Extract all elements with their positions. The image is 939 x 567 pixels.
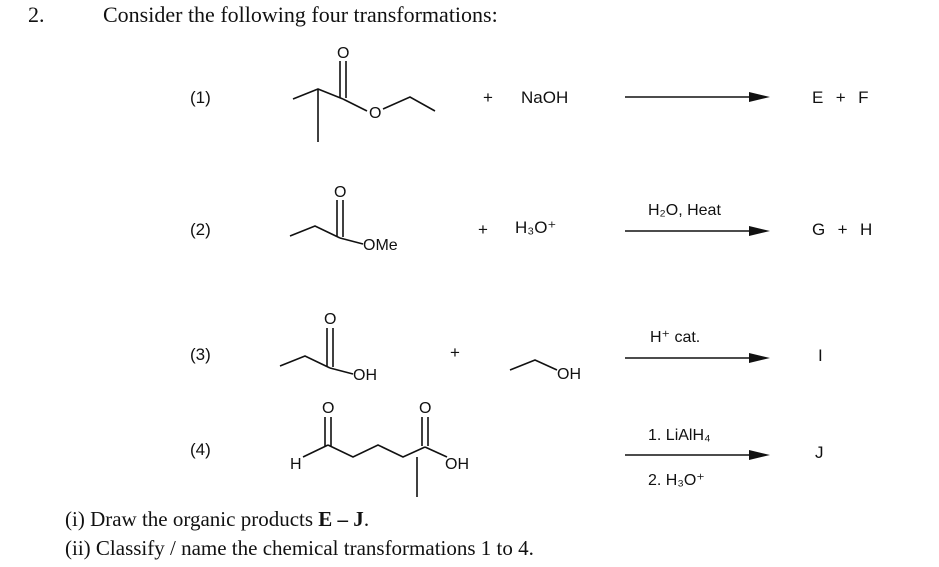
reaction-4-condition-1: 1. LiAlH₄	[648, 427, 711, 444]
reaction-4-arrow	[625, 450, 770, 460]
ester-oxygen: O	[369, 105, 381, 122]
ethanol-structure: OH	[509, 359, 581, 383]
carbonyl-oxygen: O	[337, 45, 349, 62]
task-ii-text: (ii) Classify / name the chemical transf…	[65, 536, 534, 560]
carbonyl-oxygen: O	[322, 400, 334, 417]
reaction-2-plus: +	[478, 220, 488, 239]
task-i-text: (i) Draw the organic products	[65, 507, 319, 531]
reaction-3-product: I	[818, 346, 824, 365]
reaction-4-product: J	[815, 443, 825, 462]
reaction-3-label: (3)	[190, 345, 211, 364]
reaction-2-products: G + H	[812, 220, 874, 239]
hydroxyl-label: OH	[557, 366, 581, 383]
reaction-2-condition: H₂O, Heat	[648, 202, 721, 219]
hydroxyl-label: OH	[353, 367, 377, 384]
reaction-2-arrow	[625, 226, 770, 236]
methoxy-label: OMe	[363, 237, 398, 254]
carbonyl-oxygen: O	[419, 400, 431, 417]
carbonyl-oxygen: O	[334, 184, 346, 201]
reaction-3-acid-structure: O OH	[279, 311, 377, 384]
reaction-4-condition-2: 2. H₃O⁺	[648, 472, 705, 489]
question-number: 2.	[28, 2, 45, 27]
question-prompt: Consider the following four transformati…	[103, 2, 498, 27]
reaction-3-arrow	[625, 353, 770, 363]
task-ii: (ii) Classify / name the chemical transf…	[65, 536, 534, 561]
reaction-1-products: E + F	[812, 88, 870, 107]
carbonyl-oxygen: O	[324, 311, 336, 328]
reaction-1-arrow	[625, 92, 770, 102]
reaction-1-reagent: NaOH	[521, 88, 569, 107]
aldehyde-h-label: H	[290, 456, 302, 473]
reaction-2-ester-structure: O OMe	[289, 184, 398, 254]
reaction-1-ester-structure: O O	[292, 45, 436, 142]
acid-hydroxyl-label: OH	[445, 456, 469, 473]
reaction-4-structure: H O O OH	[290, 400, 469, 497]
reaction-3-condition: H⁺ cat.	[650, 329, 701, 346]
reaction-2-label: (2)	[190, 220, 211, 239]
reaction-4-label: (4)	[190, 440, 211, 459]
reaction-1-plus: +	[483, 88, 493, 107]
task-i: (i) Draw the organic products E – J.	[65, 507, 369, 532]
reaction-2-reagent: H₃O⁺	[515, 218, 557, 237]
reaction-3-plus: +	[450, 343, 460, 362]
task-i-bold: E – J	[318, 507, 364, 531]
reaction-1-label: (1)	[190, 88, 211, 107]
task-i-suffix: .	[363, 507, 370, 531]
